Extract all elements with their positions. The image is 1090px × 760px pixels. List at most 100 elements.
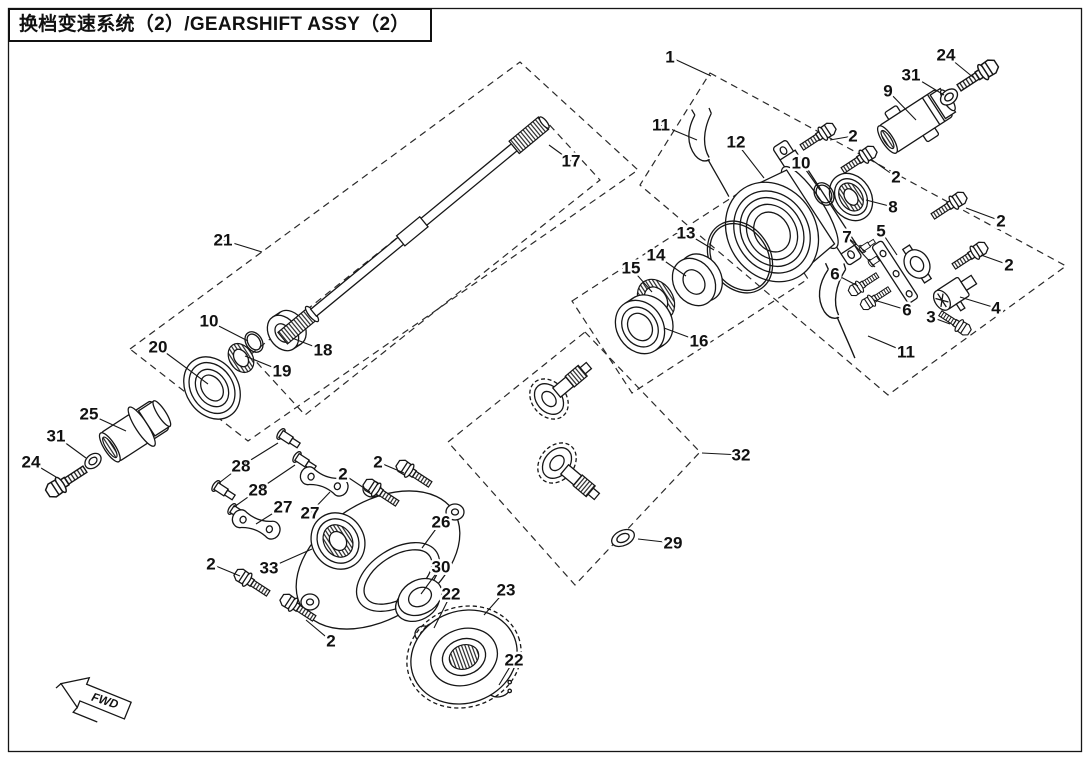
leader-line-22 (498, 659, 515, 686)
part-number-24: 24 (937, 46, 956, 65)
part-bolt-2c (928, 188, 971, 224)
part-ring-30 (394, 577, 443, 623)
part-bolt-24b (42, 461, 91, 502)
leader-line-6 (834, 273, 859, 287)
part-bolt-24a (953, 55, 1002, 96)
dashed-region-bearing-stack (571, 186, 809, 394)
part-bevel-gear-lower (529, 434, 612, 514)
leader-line-21 (222, 239, 263, 253)
part-number-33: 33 (260, 559, 279, 578)
part-number-1: 1 (665, 48, 674, 67)
part-number-15: 15 (622, 259, 641, 278)
leader-line-2 (210, 563, 241, 577)
leader-line-31 (910, 74, 945, 96)
part-seal-20 (183, 356, 241, 420)
leader-line-17 (548, 144, 572, 162)
leader-line-26 (421, 521, 442, 549)
part-number-2: 2 (996, 212, 1005, 231)
part-number-2: 2 (373, 453, 382, 472)
part-number-11: 11 (897, 343, 915, 362)
leader-line-2 (377, 461, 405, 474)
leader-line-31 (55, 435, 87, 459)
leader-line-9 (887, 90, 917, 121)
part-number-3: 3 (926, 308, 935, 327)
dashed-region-shaft-17 (249, 119, 601, 416)
part-bearing-14 (671, 253, 723, 307)
part-bolt-2b (838, 142, 881, 178)
leader-line-7 (846, 236, 876, 268)
leader-line-10 (208, 320, 249, 342)
leader-line-29 (637, 538, 674, 544)
page-title: 换档变速系统（2）/GEARSHIFT ASSY（2） (8, 8, 432, 42)
leader-line-4 (959, 296, 997, 309)
part-bearing-33 (310, 512, 366, 570)
part-seal-8 (828, 172, 874, 222)
part-number-23: 23 (497, 581, 516, 600)
part-bolt-2e (392, 456, 435, 492)
part-number-2: 2 (891, 168, 900, 187)
leader-line-11 (867, 335, 907, 353)
part-number-22: 22 (442, 585, 461, 604)
leader-line-1 (669, 56, 712, 77)
part-number-2: 2 (848, 127, 857, 146)
leader-line-28 (257, 464, 296, 491)
part-bolt-2a (797, 119, 840, 155)
part-cam-4 (932, 274, 978, 312)
part-number-16: 16 (690, 332, 709, 351)
leader-line-24 (30, 461, 57, 478)
part-number-5: 5 (876, 222, 885, 241)
part-number-27: 27 (301, 504, 320, 523)
part-number-30: 30 (432, 558, 451, 577)
part-number-8: 8 (888, 198, 897, 217)
leader-line-3 (930, 316, 951, 325)
part-number-28: 28 (249, 481, 268, 500)
part-gear-23 (406, 605, 522, 709)
part-number-2: 2 (338, 465, 347, 484)
part-number-27: 27 (274, 498, 293, 517)
leader-line-28 (240, 442, 279, 467)
part-shaft-17 (277, 116, 550, 345)
leader-line-24 (945, 54, 975, 79)
part-oring-10a (813, 182, 835, 206)
part-number-4: 4 (991, 299, 1001, 318)
part-oring-10b (244, 331, 264, 353)
part-plate-5 (871, 240, 919, 304)
leader-line-10 (800, 162, 821, 191)
leader-line-2 (871, 159, 897, 178)
part-number-31: 31 (47, 427, 66, 446)
leader-line-2 (965, 207, 1002, 222)
leader-line-18 (291, 337, 324, 351)
part-number-9: 9 (883, 82, 892, 101)
part-number-19: 19 (273, 362, 292, 381)
leader-line-19 (244, 355, 283, 372)
leader-line-2 (342, 473, 371, 493)
part-number-6: 6 (902, 301, 911, 320)
leader-line-11 (660, 124, 698, 141)
part-number-28: 28 (232, 457, 251, 476)
leader-line-12 (735, 141, 765, 179)
part-ring-19 (227, 342, 255, 374)
part-bearing-16 (614, 294, 674, 355)
part-washer-29 (611, 528, 635, 548)
part-number-10: 10 (200, 312, 219, 331)
part-number-7: 7 (842, 228, 851, 247)
leader-line-23 (483, 589, 507, 616)
part-number-26: 26 (432, 513, 451, 532)
leader-line-2 (980, 254, 1010, 266)
part-bolt-6a (845, 269, 882, 299)
dashed-region-bevel-gears-32 (447, 331, 701, 586)
part-number-2: 2 (206, 555, 215, 574)
part-number-13: 13 (677, 224, 696, 243)
leader-line-2 (305, 619, 332, 642)
leader-line-20 (157, 346, 209, 385)
part-number-20: 20 (149, 338, 168, 357)
leader-line-7 (846, 236, 867, 253)
part-number-31: 31 (902, 66, 921, 85)
part-number-14: 14 (647, 246, 666, 265)
leader-line-30 (420, 566, 442, 595)
leader-line-8 (865, 199, 894, 208)
part-pin-28c (209, 478, 238, 504)
part-number-17: 17 (562, 152, 581, 171)
